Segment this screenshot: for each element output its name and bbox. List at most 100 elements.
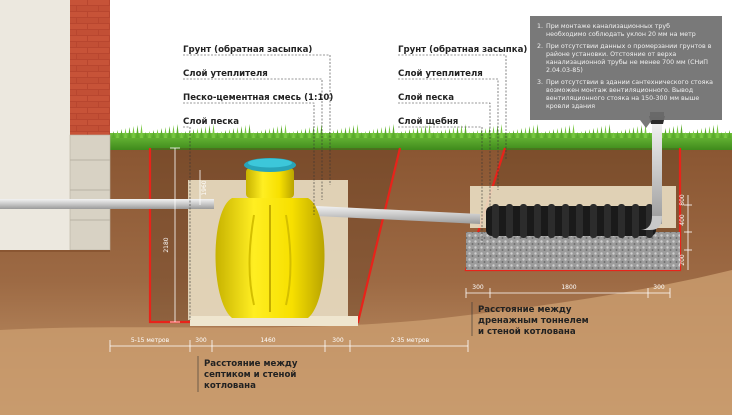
grass-blade xyxy=(280,125,283,138)
sand-bed xyxy=(190,316,358,326)
grass-blade xyxy=(296,130,299,138)
tunnel-rib xyxy=(604,204,611,238)
grass-blade xyxy=(372,129,375,138)
grass-blade xyxy=(216,132,219,138)
outlet-pipe xyxy=(316,206,480,224)
dim-trench-right: 300 xyxy=(653,284,665,291)
svg-text:дренажным тоннелем: дренажным тоннелем xyxy=(478,316,589,326)
grass-blade xyxy=(176,124,179,138)
dim-tank-top: 1960 xyxy=(201,180,208,195)
grass-blade xyxy=(252,132,255,138)
grass-blade xyxy=(340,128,343,138)
note-line: При отсутствии данных о промерзании грун… xyxy=(546,43,712,50)
grass-blade xyxy=(664,128,667,138)
grass-blade xyxy=(120,129,123,138)
grass-blade xyxy=(704,127,707,138)
grass-blade xyxy=(680,124,683,138)
grass-blade xyxy=(116,130,119,138)
grass-blade xyxy=(156,129,159,138)
grass-blade xyxy=(268,128,271,138)
drainage-tunnel xyxy=(486,204,656,238)
grass-blade xyxy=(464,124,467,138)
grass-blade xyxy=(380,127,383,138)
grass-blade xyxy=(580,131,583,138)
building-wall xyxy=(0,0,70,250)
grass-blade xyxy=(428,124,431,138)
grass-blade xyxy=(272,127,275,138)
tunnel-rib xyxy=(548,204,555,238)
grass-blade xyxy=(412,128,415,138)
svg-text:котлована: котлована xyxy=(204,381,256,391)
grass-blade xyxy=(608,124,611,138)
grass-blade xyxy=(148,131,151,138)
dim-trench-left: 300 xyxy=(472,284,484,291)
grass-blade xyxy=(468,132,471,138)
grass-blade xyxy=(128,127,131,138)
grass-blade xyxy=(212,124,215,138)
septic-tank xyxy=(215,158,325,318)
grass-blade xyxy=(552,129,555,138)
note-number: 3. xyxy=(537,79,543,86)
dim-between: 2-35 метров xyxy=(391,337,430,344)
grass-blade xyxy=(448,128,451,138)
dim-vent-mid: 400 xyxy=(679,214,686,226)
grass-blade xyxy=(632,127,635,138)
grass-blade xyxy=(424,125,427,138)
tunnel-rib xyxy=(520,204,527,238)
grass-blade xyxy=(200,127,203,138)
note-line: При отсутствии в здании сантехнического … xyxy=(546,79,713,86)
grass-blade xyxy=(112,131,115,138)
grass-blade xyxy=(432,132,435,138)
grass-blade xyxy=(276,126,279,138)
caption-drain: Расстояние между дренажным тоннелем и ст… xyxy=(471,302,589,337)
grass-blade xyxy=(384,126,387,138)
grass-blade xyxy=(308,127,311,138)
tunnel-rib xyxy=(576,204,583,238)
grass-blade xyxy=(440,130,443,138)
grass-blade xyxy=(220,131,223,138)
grass-blade xyxy=(628,128,631,138)
grass-blade xyxy=(720,132,723,138)
grass-blade xyxy=(532,125,535,138)
grass-blade xyxy=(236,127,239,138)
label-insulation-left: Слой утеплителя xyxy=(183,69,268,79)
grass-blade xyxy=(588,129,591,138)
grass-blade xyxy=(520,128,523,138)
brick-column xyxy=(70,0,110,135)
grass-blades xyxy=(112,124,731,138)
grass-blade xyxy=(624,129,627,138)
grass-blade xyxy=(288,132,291,138)
dim-tank-width: 1460 xyxy=(260,337,275,344)
grass-blade xyxy=(376,128,379,138)
grass-blade xyxy=(144,132,147,138)
grass-blade xyxy=(688,131,691,138)
grass-blade xyxy=(648,132,651,138)
grass-blade xyxy=(388,125,391,138)
grass-blade xyxy=(284,124,287,138)
grass-blade xyxy=(596,127,599,138)
grass-blade xyxy=(640,125,643,138)
grass-blade xyxy=(224,130,227,138)
grass-blade xyxy=(576,132,579,138)
note-line: вентиляционного стояка на 150-300 мм выш… xyxy=(546,95,699,102)
grass-blade xyxy=(460,125,463,138)
grass-blade xyxy=(584,130,587,138)
grass-blade xyxy=(140,124,143,138)
tunnel-rib xyxy=(632,204,639,238)
grass-blade xyxy=(500,124,503,138)
grass-blade xyxy=(712,125,715,138)
grass-blade xyxy=(444,129,447,138)
label-sand-cement: Песко-цементная смесь (1:10) xyxy=(183,93,333,103)
grass-blade xyxy=(560,127,563,138)
grass-blade xyxy=(676,125,679,138)
grass-blade xyxy=(556,128,559,138)
note-number: 2. xyxy=(537,43,543,50)
dim-house-distance: 5-15 метров xyxy=(131,337,170,344)
label-backfill-left: Грунт (обратная засыпка) xyxy=(183,44,312,55)
grass-blade xyxy=(696,129,699,138)
grass-blade xyxy=(512,130,515,138)
grass-blade xyxy=(636,126,639,138)
grass-blade xyxy=(164,127,167,138)
grass-blade xyxy=(524,127,527,138)
grass-blade xyxy=(324,132,327,138)
